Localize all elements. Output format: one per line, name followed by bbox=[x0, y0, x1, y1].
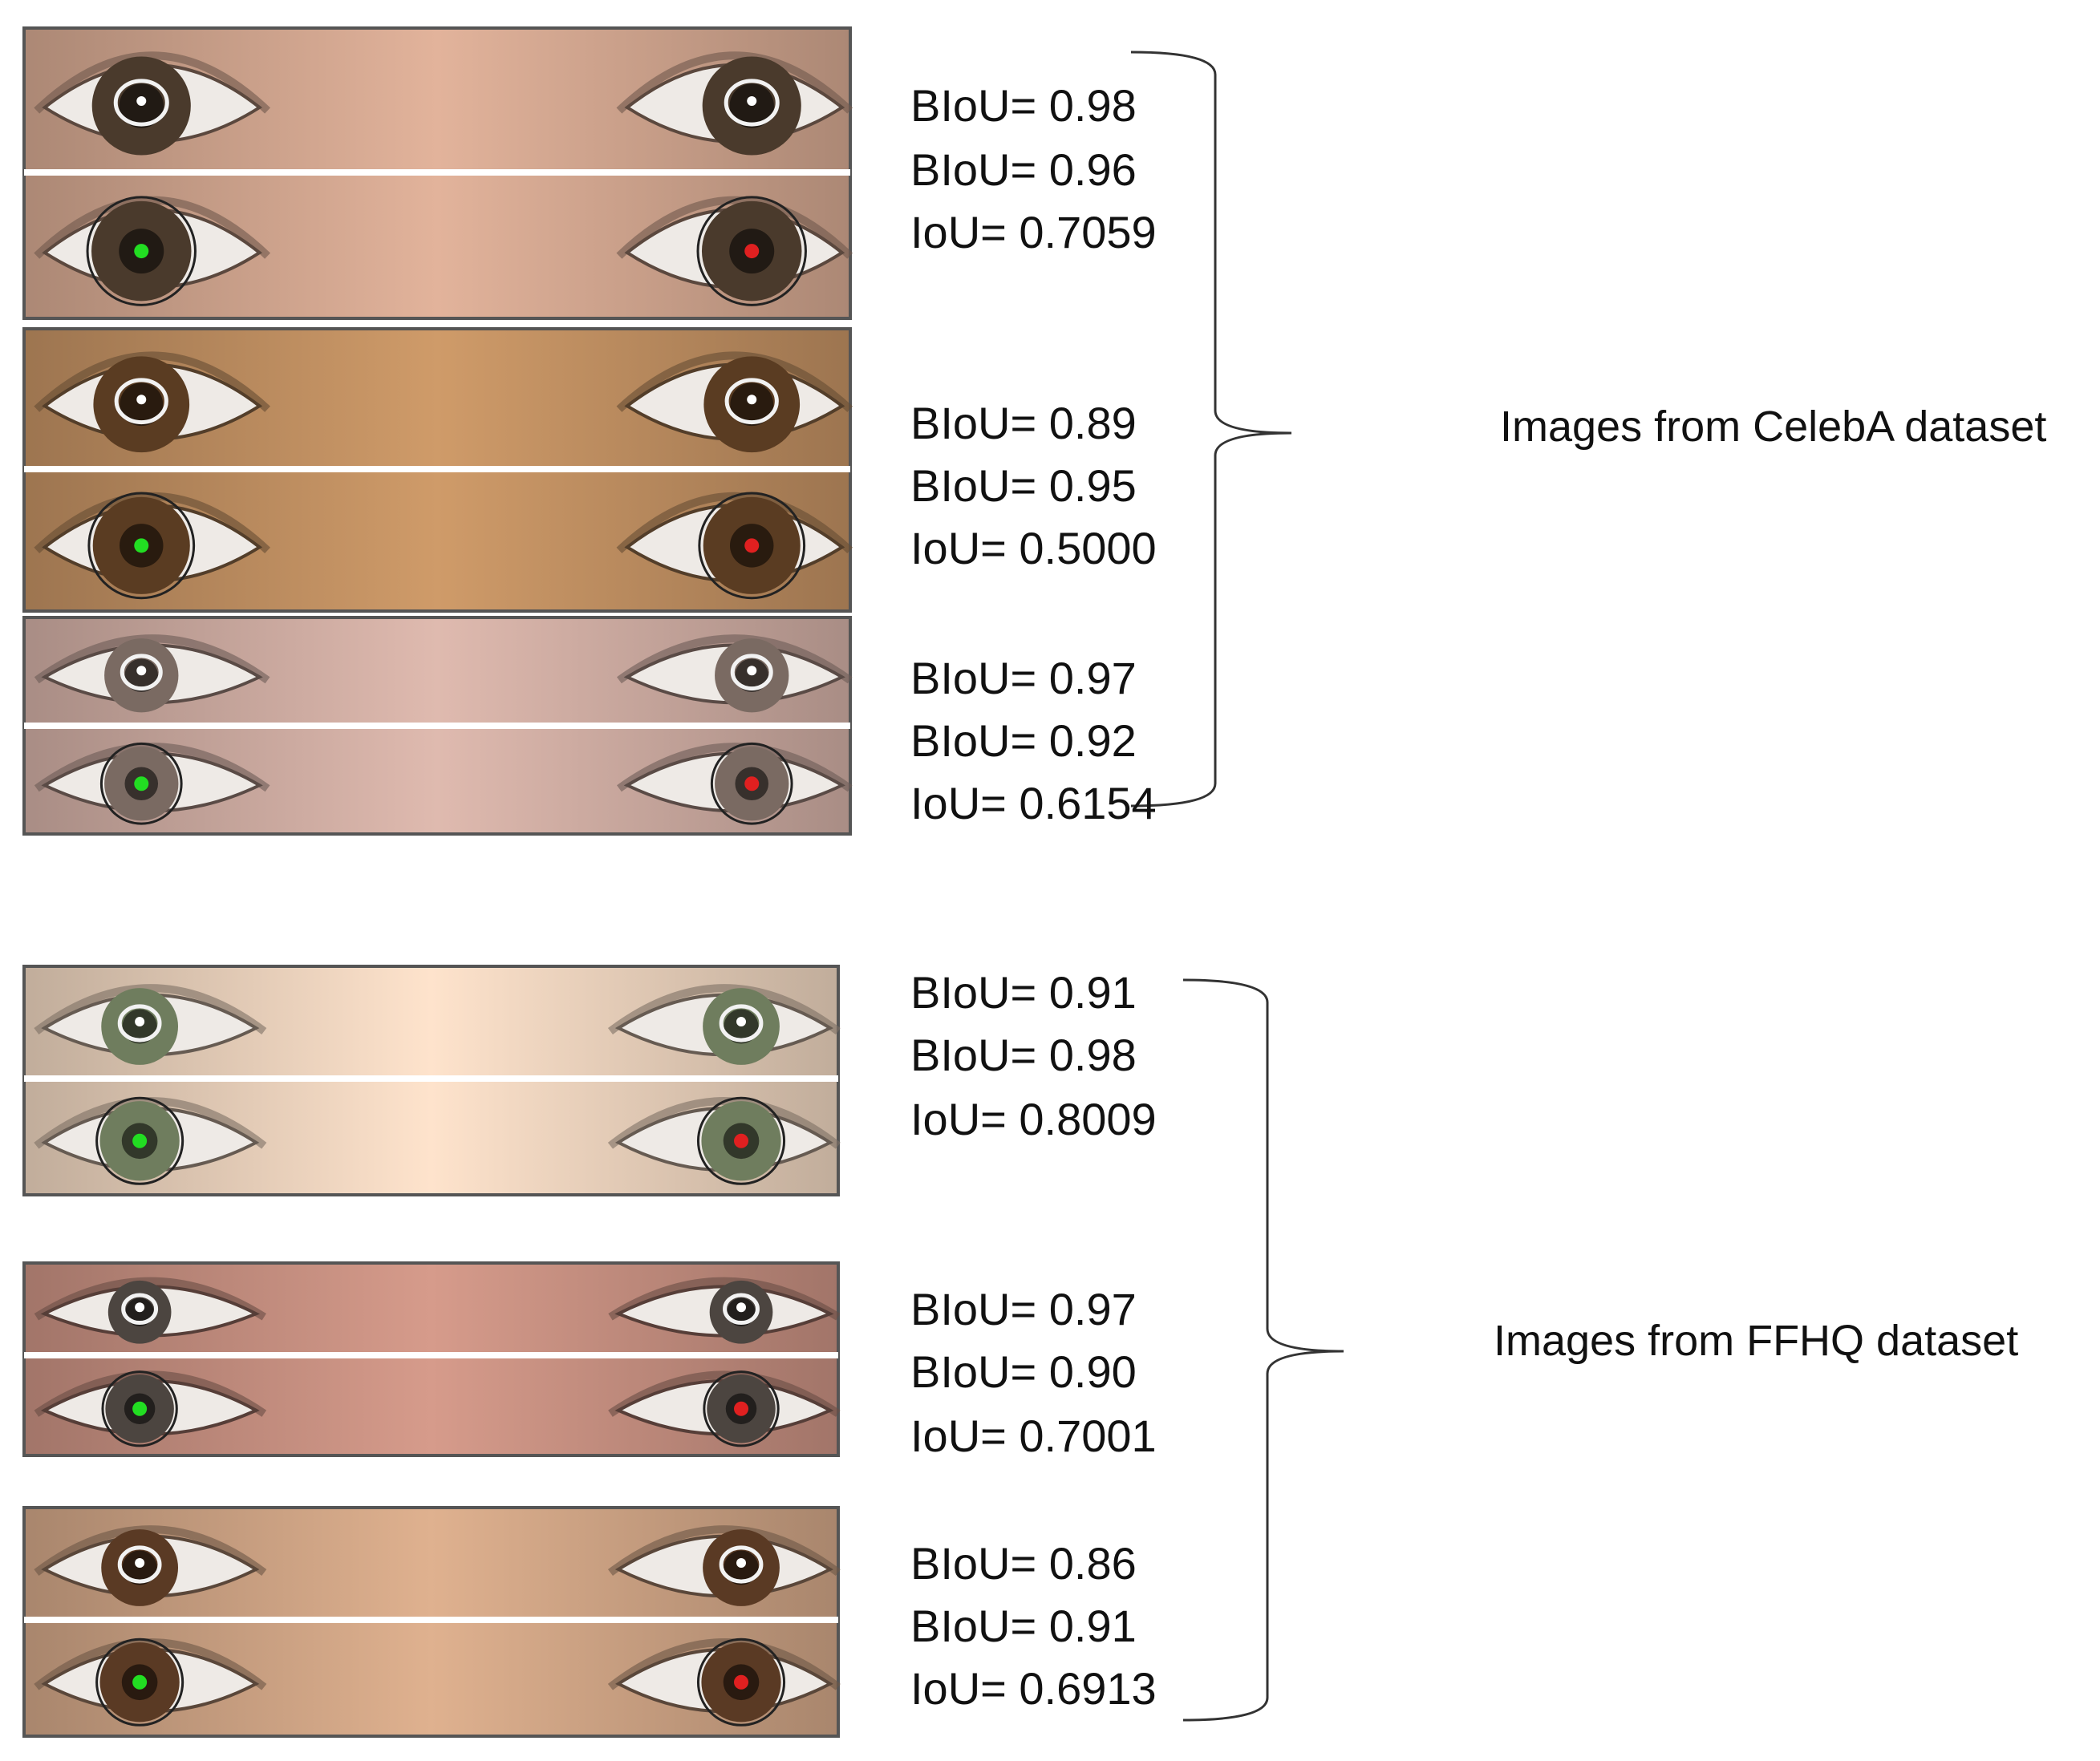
metric-value: IoU= 0.8009 bbox=[910, 1094, 1157, 1144]
grouping-brace bbox=[1182, 978, 1344, 1722]
metric-value: BIoU= 0.86 bbox=[910, 1538, 1137, 1589]
eye-sample-photo bbox=[22, 965, 841, 1196]
eye-top-right bbox=[608, 1277, 841, 1344]
dataset-label: Images from FFHQ dataset bbox=[1494, 1317, 2019, 1365]
metric-value: BIoU= 0.91 bbox=[910, 1601, 1137, 1651]
metric-value: BIoU= 0.96 bbox=[910, 144, 1137, 195]
eye-bottom-right bbox=[607, 1638, 841, 1727]
metric-value: IoU= 0.6913 bbox=[910, 1663, 1157, 1714]
metric-value: IoU= 0.6154 bbox=[910, 778, 1157, 828]
eye-bottom-right bbox=[608, 1370, 841, 1447]
eye-sample-photo bbox=[22, 327, 853, 613]
eye-top-right bbox=[616, 51, 853, 156]
metric-value: BIoU= 0.98 bbox=[910, 1030, 1137, 1080]
dataset-label: Images from CelebA dataset bbox=[1500, 403, 2047, 451]
eye-bottom-right bbox=[616, 196, 853, 306]
grouping-brace bbox=[1130, 51, 1292, 808]
metric-value: IoU= 0.7001 bbox=[910, 1411, 1157, 1461]
eye-top-left bbox=[34, 51, 271, 156]
eye-sample-photo bbox=[22, 616, 853, 836]
eye-bottom-left bbox=[34, 742, 270, 825]
eye-top-left bbox=[34, 1277, 266, 1344]
eye-sample-photo bbox=[22, 1261, 841, 1457]
eye-top-right bbox=[616, 634, 853, 713]
metric-value: BIoU= 0.98 bbox=[910, 80, 1137, 131]
metric-value: BIoU= 0.89 bbox=[910, 398, 1137, 448]
eye-top-left bbox=[34, 351, 270, 453]
eye-top-left bbox=[34, 1525, 267, 1606]
eye-top-right bbox=[607, 1525, 841, 1606]
metric-value: BIoU= 0.95 bbox=[910, 460, 1137, 511]
eye-bottom-left bbox=[34, 1370, 267, 1447]
eye-bottom-left bbox=[34, 196, 271, 306]
eye-bottom-right bbox=[616, 492, 853, 600]
eye-bottom-left bbox=[34, 1096, 267, 1185]
eye-bottom-right bbox=[616, 742, 853, 825]
metric-value: IoU= 0.7059 bbox=[910, 207, 1157, 257]
eye-bottom-left bbox=[34, 492, 270, 600]
eye-top-left bbox=[34, 984, 267, 1065]
metric-value: BIoU= 0.92 bbox=[910, 715, 1137, 766]
metric-value: BIoU= 0.90 bbox=[910, 1346, 1137, 1397]
eye-top-right bbox=[616, 351, 853, 453]
metric-value: IoU= 0.5000 bbox=[910, 523, 1157, 573]
metric-value: BIoU= 0.97 bbox=[910, 653, 1137, 703]
metric-value: BIoU= 0.91 bbox=[910, 967, 1137, 1018]
eye-top-right bbox=[607, 984, 841, 1065]
metric-value: BIoU= 0.97 bbox=[910, 1284, 1137, 1334]
eye-sample-photo bbox=[22, 26, 853, 320]
eye-top-left bbox=[34, 634, 270, 713]
eye-bottom-left bbox=[34, 1638, 267, 1727]
eye-bottom-right bbox=[607, 1096, 841, 1185]
eye-sample-photo bbox=[22, 1506, 841, 1738]
